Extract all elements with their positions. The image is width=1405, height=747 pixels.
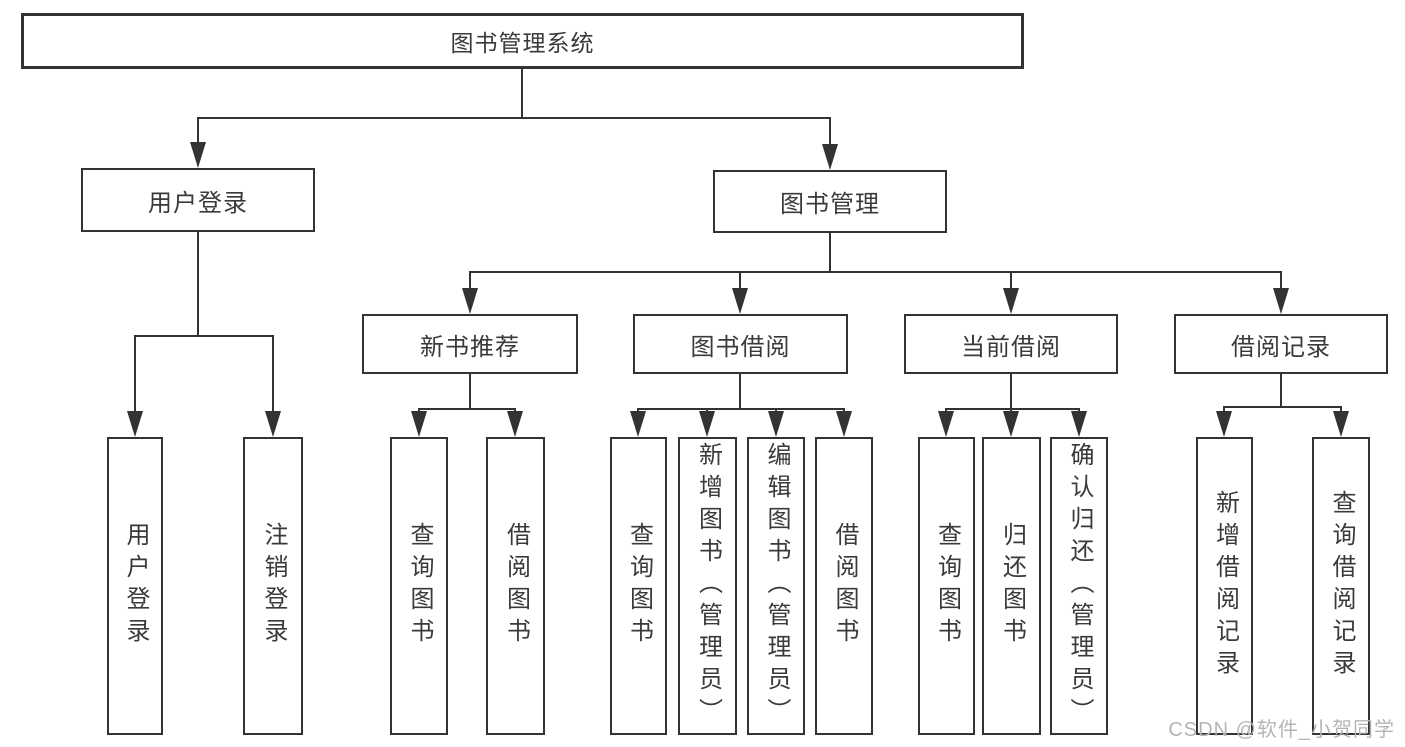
connector-vline [197,117,199,146]
node-current-borrow: 当前借阅 [904,314,1118,374]
connector-vline [1340,406,1342,414]
connector-vline [469,271,471,290]
arrow-down-icon [768,411,784,437]
arrow-down-icon [699,411,715,437]
arrow-down-icon [1003,411,1019,437]
connector-hline [197,117,831,119]
connector-vline [1280,374,1282,406]
node-label: 当前借阅 [961,333,1061,361]
node-label: 归还图书 [998,522,1026,650]
connector-vline [739,374,741,408]
node-book-borrow: 图书借阅 [633,314,848,374]
leaf-query-borrow-record: 查询借阅记录 [1312,437,1370,735]
node-label: 图书借阅 [690,333,791,361]
connector-hline [469,271,1282,273]
leaf-edit-book-admin: 编辑图书（管理员） [747,437,805,735]
node-label: 借阅记录 [1231,333,1331,361]
node-label: 查询图书 [406,522,433,650]
arrow-down-icon [1273,288,1289,314]
leaf-return-book: 归还图书 [982,437,1041,735]
watermark: CSDN @软件_小贺同学 [1168,719,1395,741]
connector-hline [134,335,274,337]
leaf-query-book-current: 查询图书 [918,437,975,735]
arrow-down-icon [411,411,427,437]
arrow-down-icon [265,411,281,437]
arrow-down-icon [462,288,478,314]
connector-vline [1010,374,1012,408]
connector-vline [521,69,523,117]
node-book-management: 图书管理 [713,170,947,233]
arrow-down-icon [1003,288,1019,314]
leaf-query-book-recommend: 查询图书 [390,437,448,735]
node-label: 新增图书（管理员） [694,442,722,730]
connector-hline [1223,406,1342,408]
node-label: 图书管理系统 [450,30,595,56]
leaf-add-borrow-record: 新增借阅记录 [1196,437,1253,735]
arrow-down-icon [732,288,748,314]
node-new-book-recommend: 新书推荐 [362,314,578,374]
node-label: 图书管理 [780,191,880,218]
leaf-borrow-book-recommend: 借阅图书 [486,437,545,735]
connector-hline [637,408,845,410]
leaf-user-login: 用户登录 [107,437,163,735]
node-label: 编辑图书（管理员） [763,442,790,730]
arrow-down-icon [822,144,838,170]
arrow-down-icon [1216,411,1232,437]
connector-vline [739,271,741,290]
leaf-confirm-return-admin: 确认归还（管理员） [1050,437,1108,735]
connector-vline [197,232,199,335]
connector-vline [829,117,831,148]
node-user-login: 用户登录 [81,168,315,232]
leaf-borrow-book: 借阅图书 [815,437,873,735]
connector-vline [134,335,136,413]
leaf-logout: 注销登录 [243,437,303,735]
leaf-query-book-borrow: 查询图书 [610,437,667,735]
node-label: 查询借阅记录 [1328,490,1355,682]
node-label: 新书推荐 [420,333,520,361]
node-label: 查询图书 [933,522,961,650]
node-label: 查询图书 [625,522,653,650]
arrow-down-icon [836,411,852,437]
connector-vline [1223,406,1225,414]
arrow-down-icon [938,411,954,437]
node-label: 用户登录 [148,189,248,217]
node-label: 新增借阅记录 [1211,490,1239,682]
arrow-down-icon [1333,411,1349,437]
connector-vline [1010,271,1012,290]
arrow-down-icon [190,142,206,168]
arrow-down-icon [507,411,523,437]
connector-vline [272,335,274,413]
connector-vline [469,374,471,408]
node-label: 确认归还（管理员） [1066,442,1093,730]
node-label: 注销登录 [260,522,287,650]
node-label: 用户登录 [122,522,149,650]
arrow-down-icon [1071,411,1087,437]
connector-hline [418,408,516,410]
arrow-down-icon [127,411,143,437]
arrow-down-icon [630,411,646,437]
node-label: 借阅图书 [831,522,858,650]
node-borrow-record: 借阅记录 [1174,314,1388,374]
node-library-management-system: 图书管理系统 [21,13,1024,69]
connector-vline [829,233,831,271]
connector-vline [1280,271,1282,290]
leaf-add-book-admin: 新增图书（管理员） [678,437,737,735]
connector-hline [945,408,1080,410]
node-label: 借阅图书 [502,522,530,650]
